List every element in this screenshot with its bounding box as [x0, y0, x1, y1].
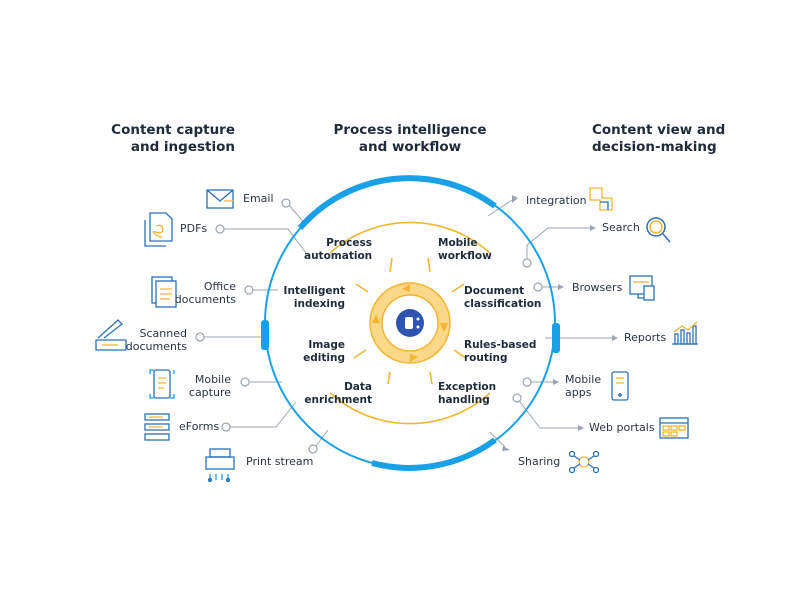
output-label-sharing: Sharing	[518, 455, 561, 468]
outer-ring-arc-top	[297, 175, 497, 230]
input-label-mobile-capture: Mobile capture	[188, 373, 231, 399]
bar-chart-icon	[672, 321, 698, 345]
output-connectors	[487, 199, 612, 448]
output-label-integration: Integration	[526, 194, 587, 207]
arrow-heads	[502, 195, 618, 451]
header-content-capture: Content capture and ingestion	[111, 122, 235, 155]
eform-icon	[144, 413, 170, 441]
smartphone-icon	[611, 371, 629, 401]
output-label-search: Search	[602, 221, 640, 234]
process-label-image-editing: Image editing	[303, 339, 345, 364]
input-label-pdfs: PDFs	[180, 222, 208, 235]
input-label-scanned-documents: Scanned documents	[125, 327, 187, 353]
mobile-capture-icon	[149, 369, 175, 399]
network-icon	[568, 450, 600, 474]
input-label-print-stream: Print stream	[246, 455, 314, 468]
process-label-data-enrichment: Data enrichment	[304, 381, 372, 406]
browser-devices-icon	[629, 275, 655, 301]
puzzle-icon	[589, 187, 613, 211]
process-label-automation: Process automation	[304, 237, 373, 262]
input-label-eforms: eForms	[179, 420, 220, 433]
scanner-icon	[95, 319, 127, 351]
outer-ring-arc-bottom	[371, 437, 497, 471]
office-documents-icon	[151, 276, 177, 308]
ring-tab-right	[552, 323, 560, 353]
output-label-reports: Reports	[624, 331, 667, 344]
process-label-mobile-workflow: Mobile workflow	[438, 237, 492, 262]
process-label-exception-handling: Exception handling	[438, 381, 497, 406]
printer-icon	[205, 448, 235, 483]
header-content-view: Content view and decision-making	[592, 122, 726, 155]
web-portal-icon	[659, 417, 689, 439]
connector-dots	[195, 198, 543, 454]
pdf-icon	[144, 212, 173, 247]
input-label-office-documents: Office documents	[174, 280, 236, 306]
center-gear	[369, 282, 451, 364]
output-label-web-portals: Web portals	[589, 421, 655, 434]
header-process-intelligence: Process intelligence and workflow	[333, 122, 487, 155]
process-label-rules-based-routing: Rules-based routing	[464, 339, 537, 364]
envelope-icon	[206, 189, 234, 209]
process-label-intelligent-indexing: Intelligent indexing	[283, 285, 345, 310]
inner-orange-arcs	[329, 221, 491, 425]
input-label-email: Email	[243, 192, 274, 205]
orange-ticks	[353, 257, 467, 385]
magnifier-icon	[646, 217, 671, 243]
output-label-browsers: Browsers	[572, 281, 623, 294]
ring-tab-left	[261, 320, 269, 350]
process-label-document-classification: Document classification	[464, 285, 542, 310]
output-label-mobile-apps: Mobile apps	[565, 373, 602, 399]
